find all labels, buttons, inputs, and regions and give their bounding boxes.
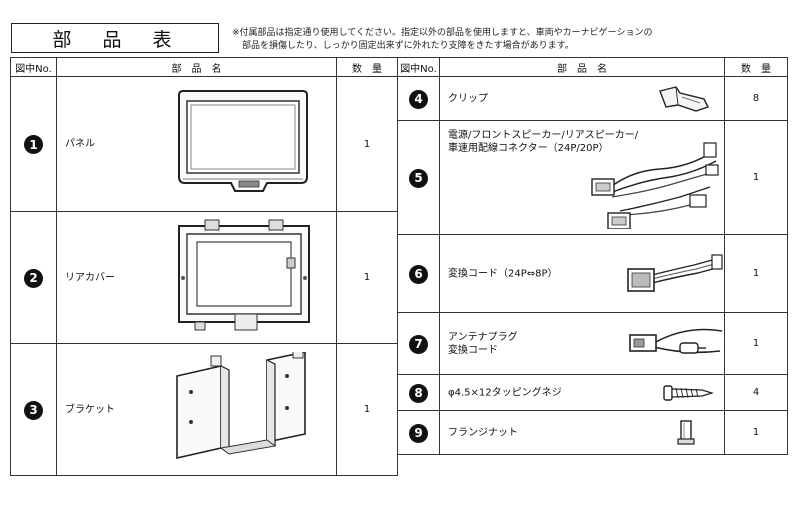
table-row: 3 ブラケット 1 <box>10 343 398 476</box>
item-name: φ4.5×12タッピングネジ <box>448 387 562 398</box>
page-title: 部 品 表 <box>11 23 219 53</box>
table-row: 1 パネル 1 <box>10 76 398 212</box>
item-number-badge: 3 <box>24 400 43 420</box>
item-quantity: 1 <box>724 410 788 455</box>
item-name: リアカバー <box>65 272 115 283</box>
item-name: フランジナット <box>448 427 518 438</box>
item-quantity: 1 <box>724 312 788 375</box>
item-number-badge: 5 <box>409 168 428 188</box>
table-row: 7 アンテナプラグ 変換コード 1 <box>397 312 788 375</box>
table-row: 9 フランジナット 1 <box>397 410 788 455</box>
item-name-line: 電源/フロントスピーカー/リアスピーカー/ <box>448 130 639 141</box>
item-number-badge: 7 <box>409 334 428 354</box>
clip-image <box>659 86 709 112</box>
item-quantity: 1 <box>724 234 788 313</box>
parts-table-right: 図中No. 部 品 名 数 量 4 クリップ 8 5 電源/フロントスピーカー/… <box>397 57 788 455</box>
usage-note: ※付属部品は指定通り使用してください。指定以外の部品を使用しますと、車両やカーナ… <box>232 27 752 53</box>
rear-cover-image <box>178 219 310 331</box>
table-row: 6 変換コード（24P⇔8P） 1 <box>397 234 788 313</box>
table-row: 2 リアカバー 1 <box>10 211 398 344</box>
header-num: 図中No. <box>397 57 440 77</box>
item-number-badge: 4 <box>409 89 428 109</box>
item-number-badge: 1 <box>24 135 43 155</box>
item-quantity: 1 <box>336 343 398 476</box>
header-name: 部 品 名 <box>439 57 725 77</box>
panel-image <box>178 90 308 192</box>
table-row: 8 φ4.5×12タッピングネジ 4 <box>397 374 788 411</box>
header-name: 部 品 名 <box>56 57 337 77</box>
item-quantity: 1 <box>336 76 398 212</box>
conversion-cord-image <box>627 254 723 292</box>
header-qty: 数 量 <box>724 57 788 77</box>
item-quantity: 1 <box>336 211 398 344</box>
tapping-screw-image <box>663 385 714 401</box>
header-num: 図中No. <box>10 57 57 77</box>
item-name-line: 車速用配線コネクター（24P/20P） <box>448 143 609 154</box>
item-quantity: 4 <box>724 374 788 411</box>
item-name-line: アンテナプラグ <box>448 331 518 343</box>
header-qty: 数 量 <box>336 57 398 77</box>
item-quantity: 8 <box>724 76 788 121</box>
antenna-plug-image <box>629 328 723 354</box>
wire-harness-image <box>591 142 719 229</box>
item-name: クリップ <box>448 93 488 104</box>
item-number-badge: 6 <box>409 264 428 284</box>
item-name: 電源/フロントスピーカー/リアスピーカー/ 車速用配線コネクター（24P/20P… <box>448 129 638 155</box>
usage-note-line-2: 部品を損傷したり、しっかり固定出来ずに外れたり支障をきたす場合があります。 <box>242 41 574 51</box>
table-row: 4 クリップ 8 <box>397 76 788 121</box>
table-row: 5 電源/フロントスピーカー/リアスピーカー/ 車速用配線コネクター（24P/2… <box>397 120 788 235</box>
bracket-image <box>176 352 306 460</box>
flange-nut-image <box>677 420 695 445</box>
item-number-badge: 2 <box>24 268 43 288</box>
item-number-badge: 8 <box>409 383 428 403</box>
table-header-row: 図中No. 部 品 名 数 量 <box>397 57 788 77</box>
item-name: 変換コード（24P⇔8P） <box>448 268 558 279</box>
item-number-badge: 9 <box>409 423 428 443</box>
item-name-line: 変換コード <box>448 344 498 356</box>
item-name: ブラケット <box>65 404 115 415</box>
item-name: アンテナプラグ 変換コード <box>448 331 518 357</box>
table-header-row: 図中No. 部 品 名 数 量 <box>10 57 398 77</box>
item-name: パネル <box>65 138 95 150</box>
usage-note-line-1: ※付属部品は指定通り使用してください。指定以外の部品を使用しますと、車両やカーナ… <box>232 28 653 38</box>
parts-table-left: 図中No. 部 品 名 数 量 1 パネル 1 2 リアカバー <box>10 57 398 476</box>
item-quantity: 1 <box>724 120 788 235</box>
